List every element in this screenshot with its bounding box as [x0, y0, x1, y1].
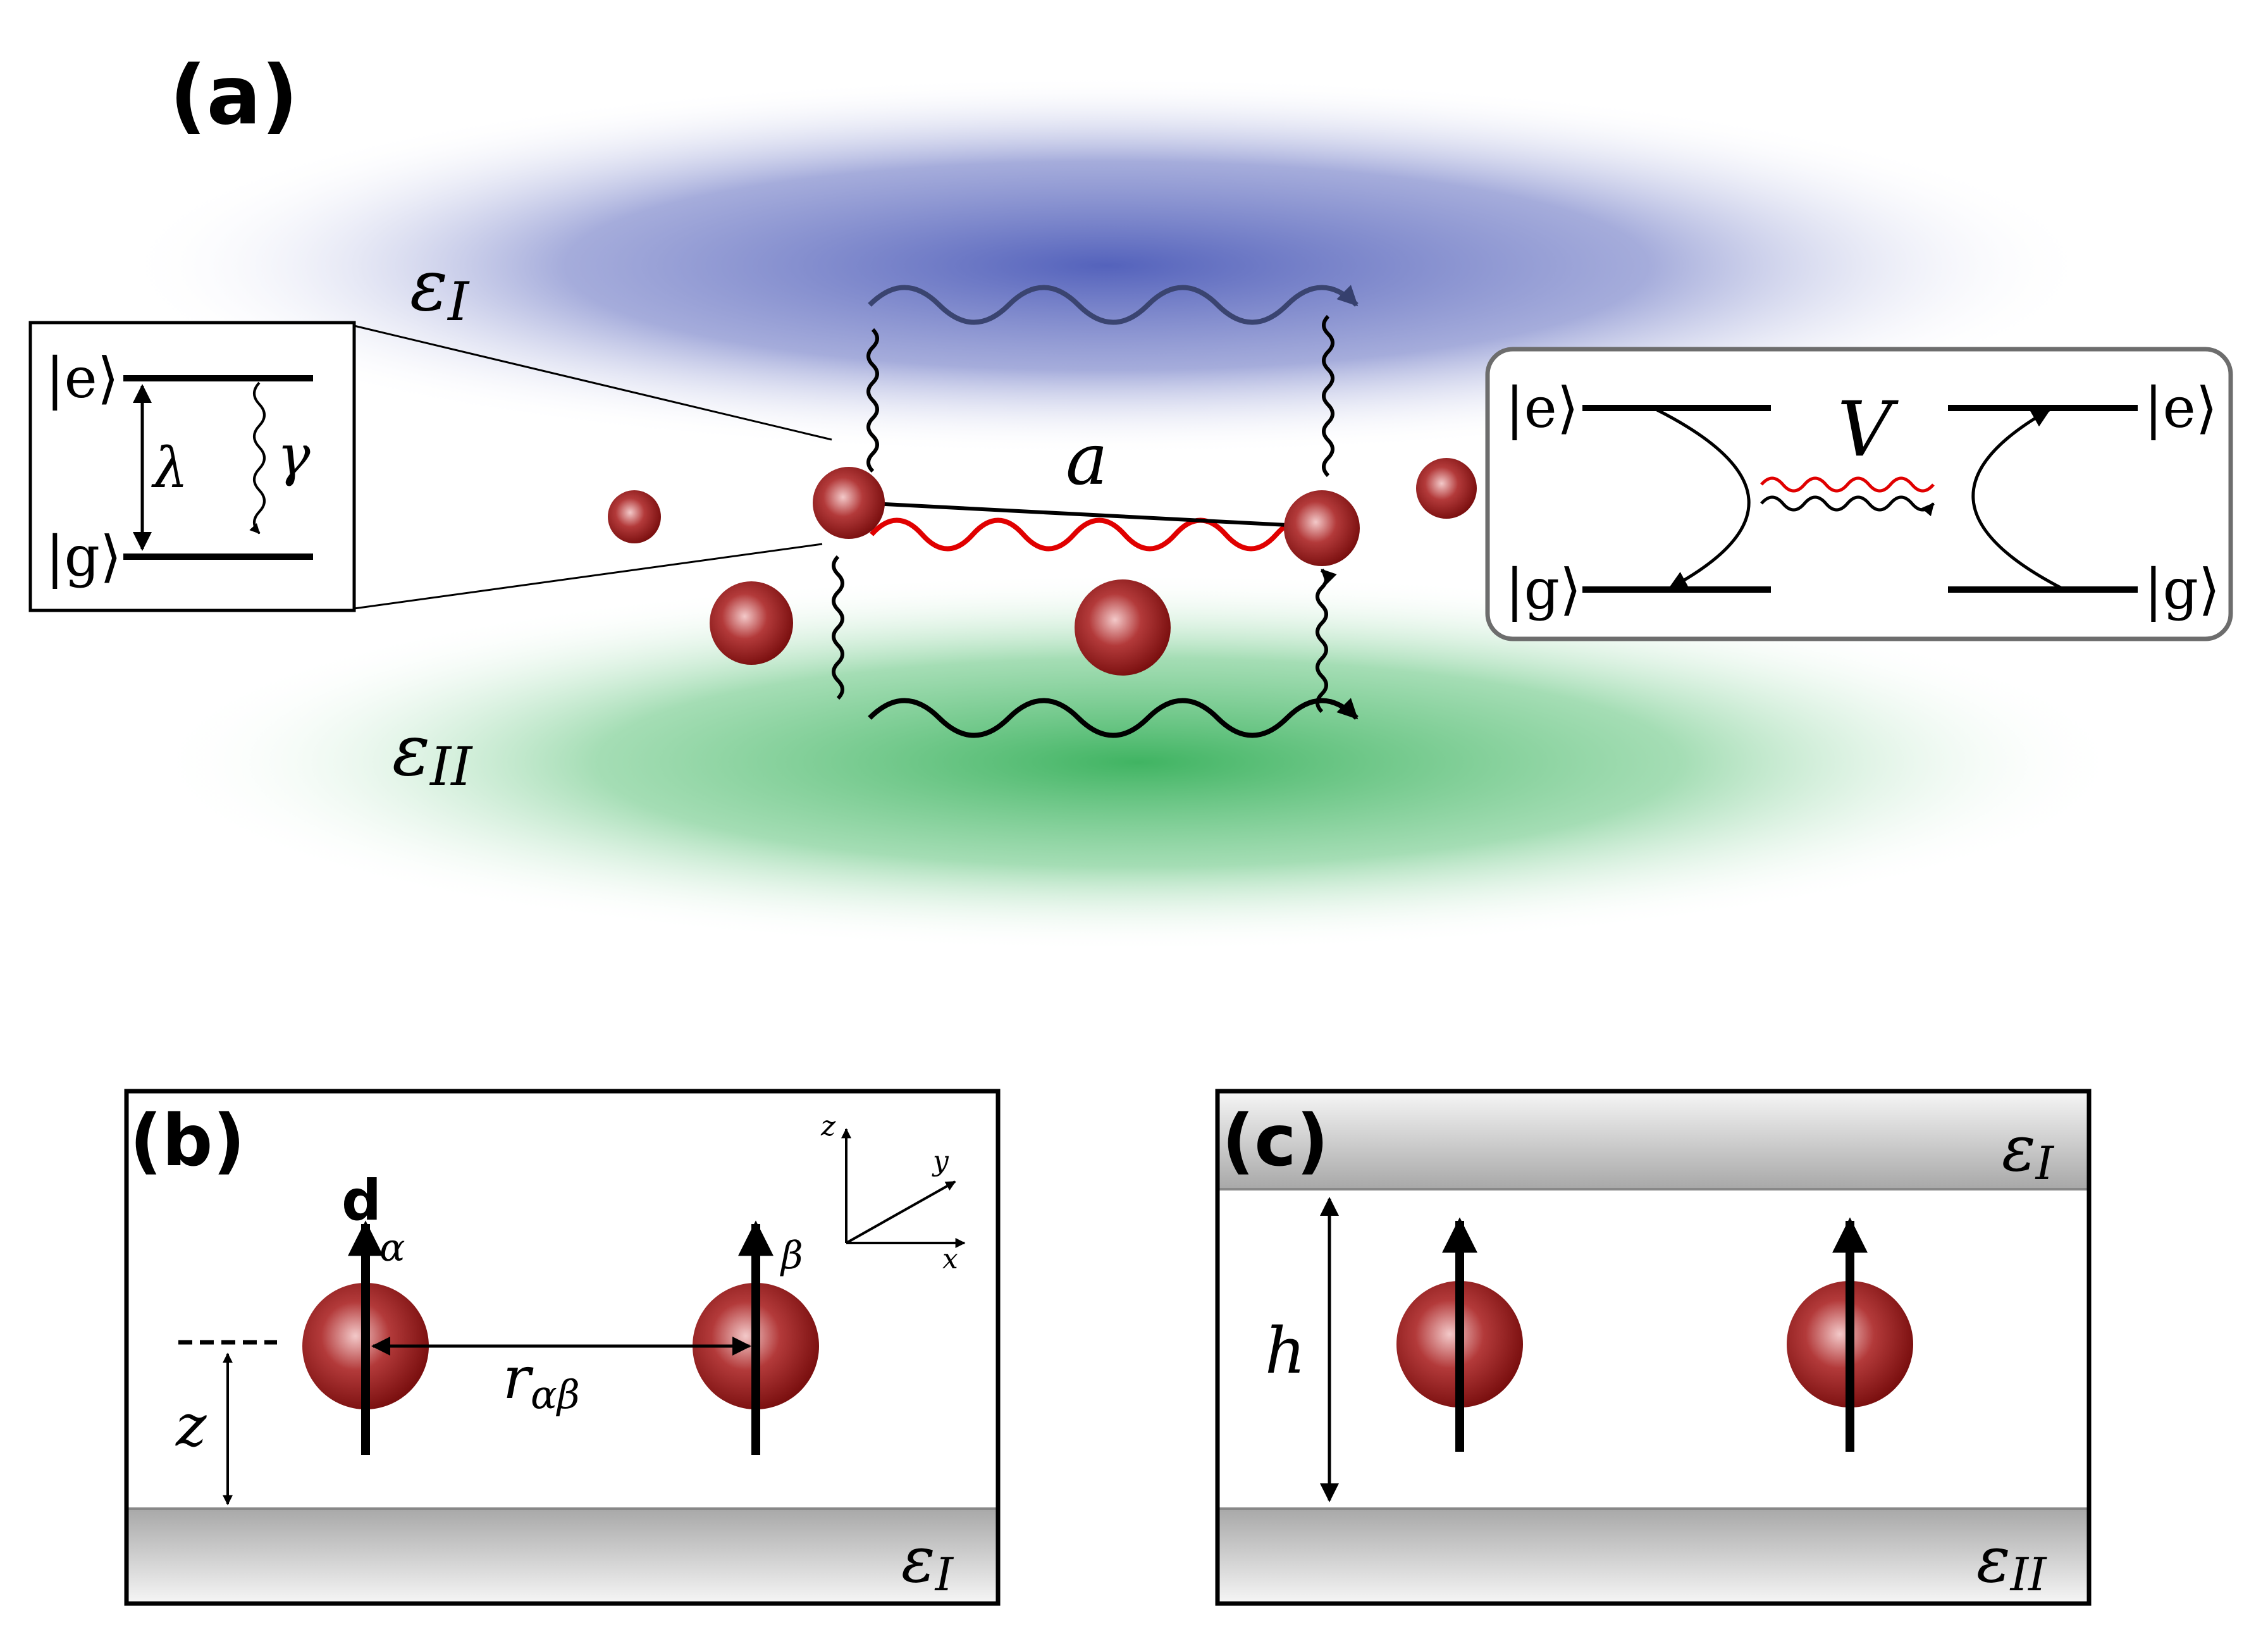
atom: [710, 581, 793, 665]
panel-a: (a) εI εII |e⟩ |g⟩ λ γ: [28, 49, 2233, 952]
gap-h: h: [1265, 1314, 1305, 1388]
eps-I-label: εI: [410, 245, 470, 333]
decay-gamma: γ: [277, 423, 311, 488]
distance-label: rαβ: [503, 1344, 580, 1418]
bottom-slab: [1217, 1509, 2089, 1604]
height-z: z: [175, 1392, 207, 1459]
panel-b-tag: (b): [130, 1100, 245, 1182]
bottom-medium-label: εII: [1976, 1523, 2047, 1601]
separation-arrow: [858, 492, 1315, 537]
two-level-inset: |e⟩ |g⟩ λ γ: [28, 321, 832, 612]
exchange-ket-e-left: |e⟩: [1505, 375, 1579, 440]
dipole-d: d: [342, 1168, 381, 1233]
pump-lambda: λ: [151, 435, 188, 500]
panel-c: (c) εI εII h: [1215, 1089, 2092, 1606]
photon-path-medium-I: [866, 285, 1359, 478]
label-alpha: α: [379, 1226, 405, 1270]
coordinate-axes: z y x: [820, 1110, 966, 1275]
substrate-slab: [126, 1509, 998, 1604]
panel-a-tag: (a): [169, 49, 298, 143]
inset-ket-g: |g⟩: [46, 524, 121, 589]
axis-y-label: y: [932, 1145, 949, 1177]
medium-II-cloud: [152, 572, 2125, 952]
axis-x-label: x: [942, 1243, 958, 1275]
atom: [1075, 579, 1171, 676]
exchange-inset: |e⟩ |g⟩ |e⟩ |g⟩ V: [1485, 347, 2233, 641]
exchange-ket-e-right: |e⟩: [2144, 375, 2217, 440]
substrate-eps-label: εI: [901, 1523, 954, 1601]
exchange-ket-g-right: |g⟩: [2144, 557, 2220, 622]
top-medium-label: εI: [2002, 1111, 2055, 1190]
separation-a: a: [1066, 419, 1108, 501]
panel-c-tag: (c): [1222, 1100, 1329, 1182]
axis-z-label: z: [820, 1110, 836, 1142]
inset-ket-e: |e⟩: [46, 345, 119, 411]
top-slab: [1217, 1091, 2089, 1189]
label-beta: β: [780, 1234, 803, 1278]
atom-receiver: [1284, 490, 1360, 566]
eps-II-label: εII: [392, 710, 473, 798]
atom: [1416, 458, 1477, 519]
atom: [608, 490, 661, 543]
exchange-ket-g-left: |g⟩: [1505, 557, 1581, 622]
coupling-V: V: [1837, 386, 1899, 474]
photon-path-medium-II: [832, 555, 1359, 738]
atom-emitter: [813, 467, 885, 539]
panel-b: (b) z y x d α β rαβ z εI: [124, 1089, 1001, 1606]
